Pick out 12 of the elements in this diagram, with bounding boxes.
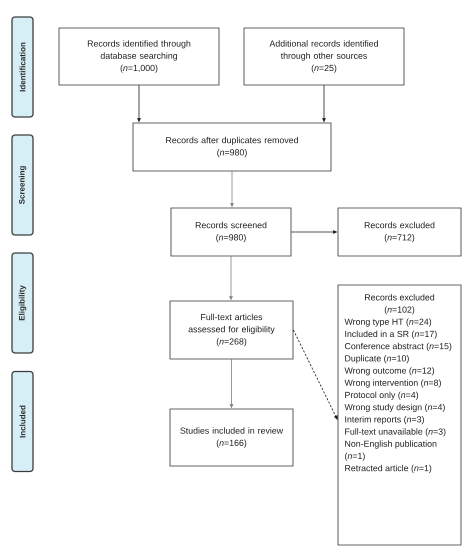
exclusion-list-box: Records excluded (n=102) Wrong type HT (n=24) Included in a SR (n=17) Conference abstract (n=15) Duplicate (n=10) Wrong outcome (n=12) Wrong intervention (n=8) Protocol only (n=4) Wrong study design (n=4) Interim reports (n=3) Full-text unavailable (n=3) Non-English publication (n=1) Retracted article (n=1) xyxy=(338,284,462,546)
process-box: Full-text articles assessed for eligibility (n=268) xyxy=(170,300,294,360)
stage-band: Identification xyxy=(11,16,34,118)
process-box: Records identified through database searching (n=1,000) xyxy=(58,28,220,86)
process-box: Records excluded (n=712) xyxy=(338,208,462,256)
stage-band: Included xyxy=(11,370,34,472)
stage-band: Screening xyxy=(11,134,34,236)
process-box: Studies included in review (n=166) xyxy=(170,408,294,466)
process-box: Additional records identified through other sources (n=25) xyxy=(244,28,404,86)
process-box: Records after duplicates removed (n=980) xyxy=(132,122,332,172)
stage-band: Eligibility xyxy=(11,252,34,354)
process-box: Records screened (n=980) xyxy=(170,208,292,256)
